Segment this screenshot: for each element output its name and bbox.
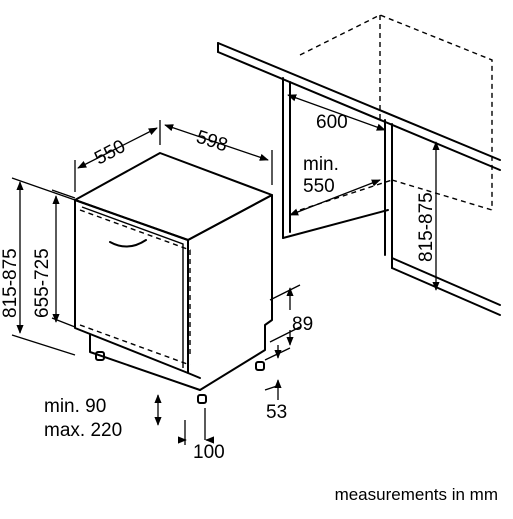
plinth-max-label: max. 220 <box>44 420 122 441</box>
height-inner-label: 655-725 <box>32 248 53 318</box>
dishwasher-unit <box>74 152 273 404</box>
plinth-min-label: min. 90 <box>44 396 106 417</box>
plinth-bottom-label: 53 <box>266 402 287 423</box>
depth-label: 550 <box>91 136 129 169</box>
niche-outline <box>217 14 501 316</box>
height-outer-label: 815-875 <box>0 248 21 318</box>
plinth-top-label: 89 <box>292 314 313 335</box>
niche-depth-value-label: 550 <box>303 176 335 197</box>
plinth-depth-label: 100 <box>193 442 225 463</box>
niche-width-label: 600 <box>316 112 348 133</box>
niche-depth-min-label: min. <box>303 154 339 175</box>
niche-height-label: 815-875 <box>416 192 437 262</box>
width-label: 598 <box>194 127 231 157</box>
units-caption: measurements in mm <box>335 485 498 504</box>
dimension-lines <box>11 94 440 445</box>
